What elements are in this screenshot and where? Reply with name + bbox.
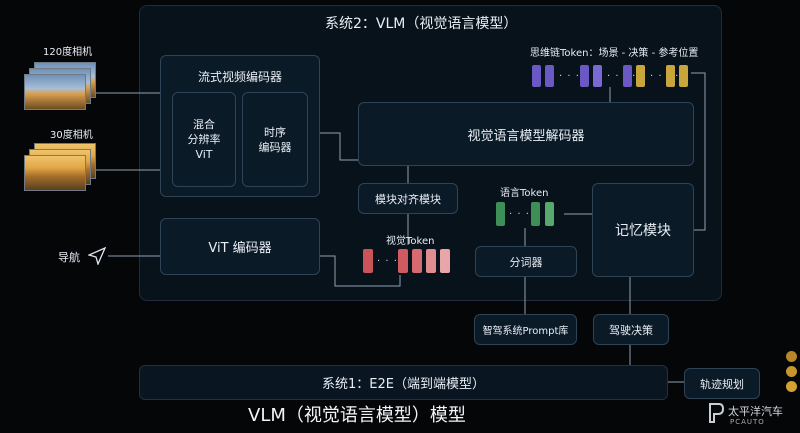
watermark-sub: PCAUTO (730, 418, 765, 426)
cot-token (679, 65, 688, 87)
language-token (496, 202, 505, 226)
cot-token (532, 65, 541, 87)
visual-token (363, 249, 373, 273)
visual-token (398, 249, 408, 273)
emoji-icon (786, 366, 797, 377)
temporal-encoder-line-1: 时序 (264, 125, 286, 139)
visual-token (412, 249, 422, 273)
cot-token-label: 思维链Token：场景 - 决策 - 参考位置 (530, 48, 699, 59)
line-stream-decoder (320, 132, 358, 161)
system1-container: 系统1：E2E（端到端模型） (139, 365, 668, 400)
cot-token (593, 65, 602, 87)
vlm-decoder: 视觉语言模型解码器 (358, 102, 694, 166)
cot-token (666, 65, 675, 87)
language-token (545, 202, 554, 226)
cam120-frame-1 (24, 74, 86, 110)
visual-ellipsis: · · · · (377, 256, 407, 267)
cam30-label: 30度相机 (50, 130, 93, 141)
vit-encoder: ViT 编码器 (160, 218, 320, 275)
cam120-label: 120度相机 (43, 47, 93, 58)
pcauto-logo-icon (709, 403, 725, 423)
driving-decision: 驾驶决策 (593, 314, 669, 345)
trajectory-planning: 轨迹规划 (684, 368, 760, 399)
cot-token (580, 65, 589, 87)
mixed-vit-line-3: ViT (195, 148, 213, 161)
language-token-label: 语言Token (500, 188, 549, 199)
cot-ellipsis-1: · · · · (559, 71, 589, 82)
navigation-arrow-icon (88, 247, 106, 265)
tokenizer: 分词器 (475, 246, 577, 277)
visual-token-label: 视觉Token (386, 236, 435, 247)
visual-token (440, 249, 450, 273)
cot-token (545, 65, 554, 87)
cot-token (623, 65, 632, 87)
language-ellipsis: · · · · (509, 209, 539, 220)
cam30-frame-1 (24, 155, 86, 191)
language-token (531, 202, 540, 226)
cot-ellipsis-2: · · · · (607, 71, 637, 82)
mixed-vit-line-1: 混合 (193, 118, 215, 131)
watermark-brand: 太平洋汽车 (728, 405, 783, 418)
cot-token (636, 65, 645, 87)
visual-token (426, 249, 436, 273)
prompt-library: 智驾系统Prompt库 (474, 314, 577, 345)
align-module: 模块对齐模块 (358, 183, 458, 214)
mixed-vit-line-2: 分辨率 (187, 133, 221, 146)
diagram-caption: VLM（视觉语言模型）模型 (248, 405, 466, 426)
cot-ellipsis-3: · · · · (650, 71, 680, 82)
line-vit-visual (320, 255, 401, 287)
emoji-icon (786, 381, 797, 392)
stream-encoder-title: 流式视频编码器 (197, 70, 282, 84)
emoji-icon (786, 351, 797, 362)
line-memory-cot (691, 72, 706, 231)
temporal-encoder: 时序 编码器 (242, 92, 308, 187)
mixed-resolution-vit: 混合 分辨率 ViT (172, 92, 236, 187)
system2-title: 系统2：VLM（视觉语言模型） (325, 16, 518, 32)
memory-module: 记忆模块 (592, 183, 694, 277)
nav-label: 导航 (58, 251, 80, 264)
temporal-encoder-line-2: 编码器 (258, 140, 292, 154)
